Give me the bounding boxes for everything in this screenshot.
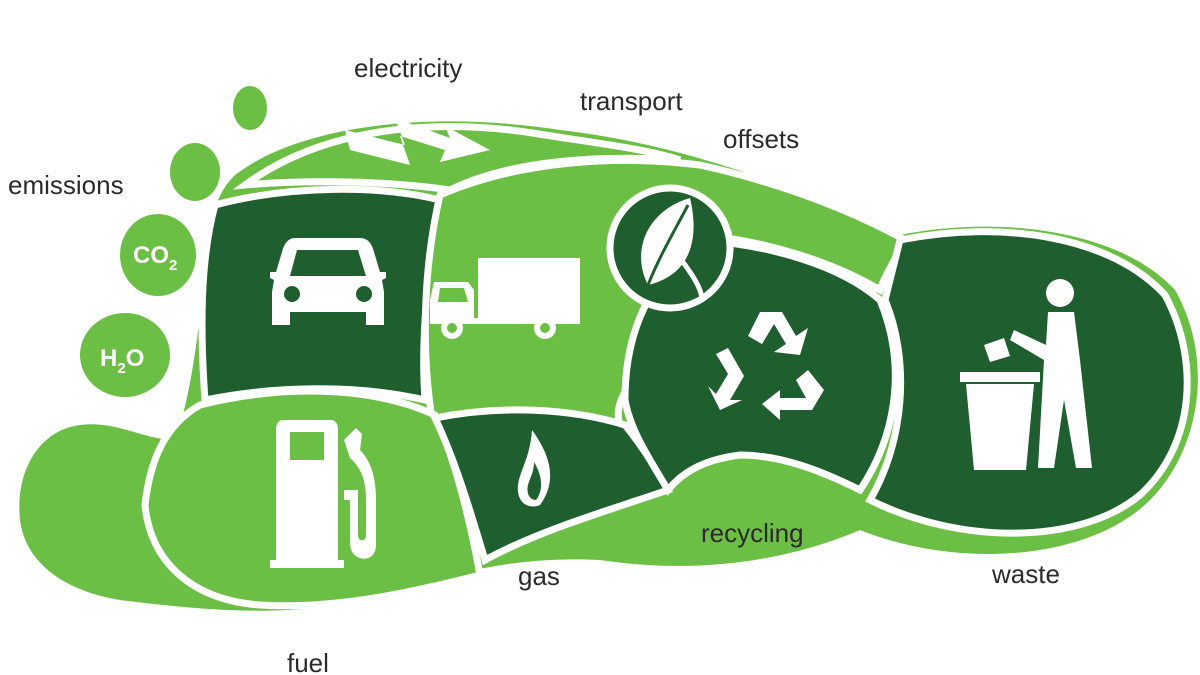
label-waste: waste [992, 559, 1060, 589]
toe-2 [170, 143, 220, 201]
label-fuel: fuel [287, 648, 329, 675]
label-gas: gas [518, 561, 560, 591]
recycling-bump [690, 468, 830, 493]
recycle-icon [708, 312, 824, 420]
trash-person-icon [960, 279, 1092, 470]
truck-icon [430, 258, 580, 339]
leaf-icon [641, 198, 705, 299]
waste-segment [865, 228, 1191, 537]
toe-co2 [120, 214, 196, 296]
co2-text: CO2 [133, 242, 177, 274]
gas-segment [429, 406, 674, 566]
h2o-text: H2O [100, 345, 144, 377]
label-transport: transport [580, 86, 683, 116]
label-offsets: offsets [723, 124, 800, 154]
car-icon [270, 238, 386, 325]
label-electricity: electricity [354, 53, 463, 83]
label-emissions: emissions [8, 170, 124, 200]
label-recycling: recycling [701, 518, 804, 548]
toe-1 [233, 86, 267, 130]
lightning-arrow-icon [345, 118, 490, 165]
fuel-pump-icon [270, 420, 376, 568]
flame-icon [517, 430, 551, 507]
toe-h2o [80, 313, 170, 397]
